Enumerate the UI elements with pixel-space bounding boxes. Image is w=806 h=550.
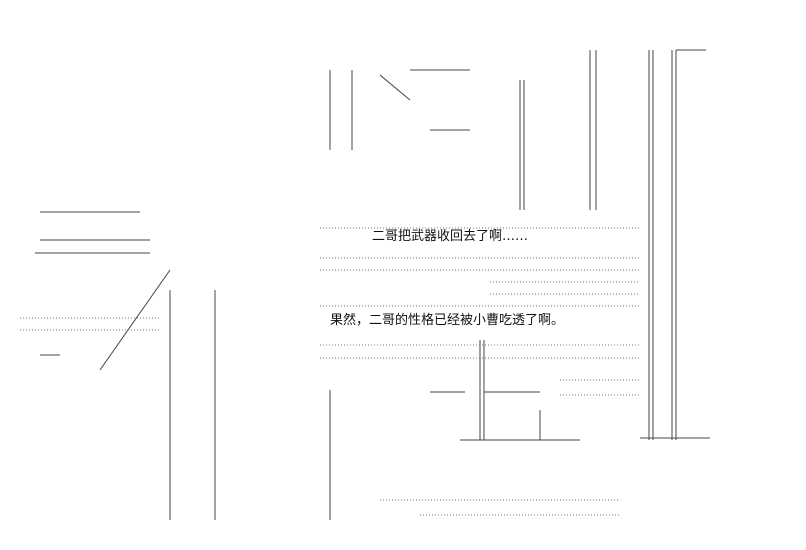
dialogue-line-2: 果然，二哥的性格已经被小曹吃透了啊。 [328,313,567,329]
dialogue-line-1: 二哥把武器收回去了啊…… [370,229,531,245]
